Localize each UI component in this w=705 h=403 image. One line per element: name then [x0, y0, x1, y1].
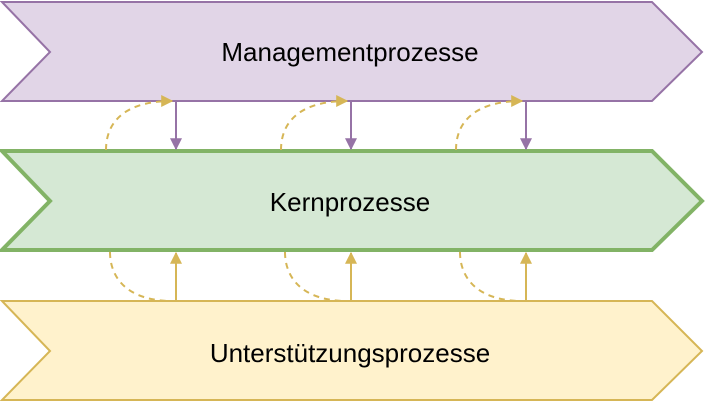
feedback-arc-upper-2 — [280, 95, 349, 151]
band-core-label: Kernprozesse — [270, 187, 430, 217]
feedback-arc-lower-2 — [284, 251, 348, 302]
band-management-label: Managementprozesse — [221, 37, 478, 67]
band-core-shape — [0, 149, 705, 252]
feedback-arc-lower-1 — [109, 251, 173, 302]
support-to-core-arrows — [170, 251, 532, 301]
band-support-label: Unterstützungsprozesse — [210, 338, 490, 368]
band-support-shape — [0, 300, 704, 401]
band-management: Managementprozesse — [0, 1, 704, 102]
feedback-arc-upper-3 — [455, 95, 524, 151]
core-to-management-feedback-arcs — [105, 95, 524, 151]
band-support: Unterstützungsprozesse — [0, 300, 704, 401]
feedback-arc-upper-1 — [105, 95, 174, 151]
feedback-arc-lower-3 — [459, 251, 523, 302]
band-management-shape — [0, 1, 704, 102]
core-to-support-feedback-arcs — [109, 251, 523, 302]
management-to-core-arrows — [170, 101, 532, 151]
band-core: Kernprozesse — [0, 149, 705, 252]
